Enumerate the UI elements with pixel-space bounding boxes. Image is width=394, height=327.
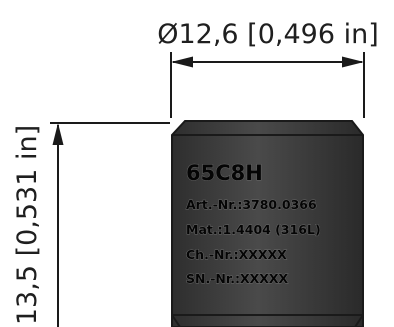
chamfer-bottom-right [354, 314, 364, 327]
height-label: 13,5 [0,531 in] [12, 125, 43, 325]
height-arrow-top [52, 123, 64, 145]
marking-material: Mat.:1.4404 (316L) [186, 222, 321, 237]
diameter-arrow-left [171, 56, 193, 68]
marking-charge-number: Ch.-Nr.:XXXXX [186, 247, 287, 262]
marking-model: 65C8H [186, 161, 263, 185]
height-dimension: 13,5 [0,531 in] [12, 122, 170, 327]
diameter-dimension: Ø12,6 [0,496 in] [157, 19, 379, 118]
part-body [171, 120, 364, 327]
part-marking: 65C8H Art.-Nr.:3780.0366 Mat.:1.4404 (31… [186, 161, 322, 287]
diameter-arrow-right [342, 56, 364, 68]
chamfer-bottom-left [171, 314, 181, 327]
marking-serial-number: SN.-Nr.:XXXXX [186, 271, 289, 286]
diameter-label: Ø12,6 [0,496 in] [157, 19, 379, 50]
marking-article-number: Art.-Nr.:3780.0366 [186, 197, 317, 212]
